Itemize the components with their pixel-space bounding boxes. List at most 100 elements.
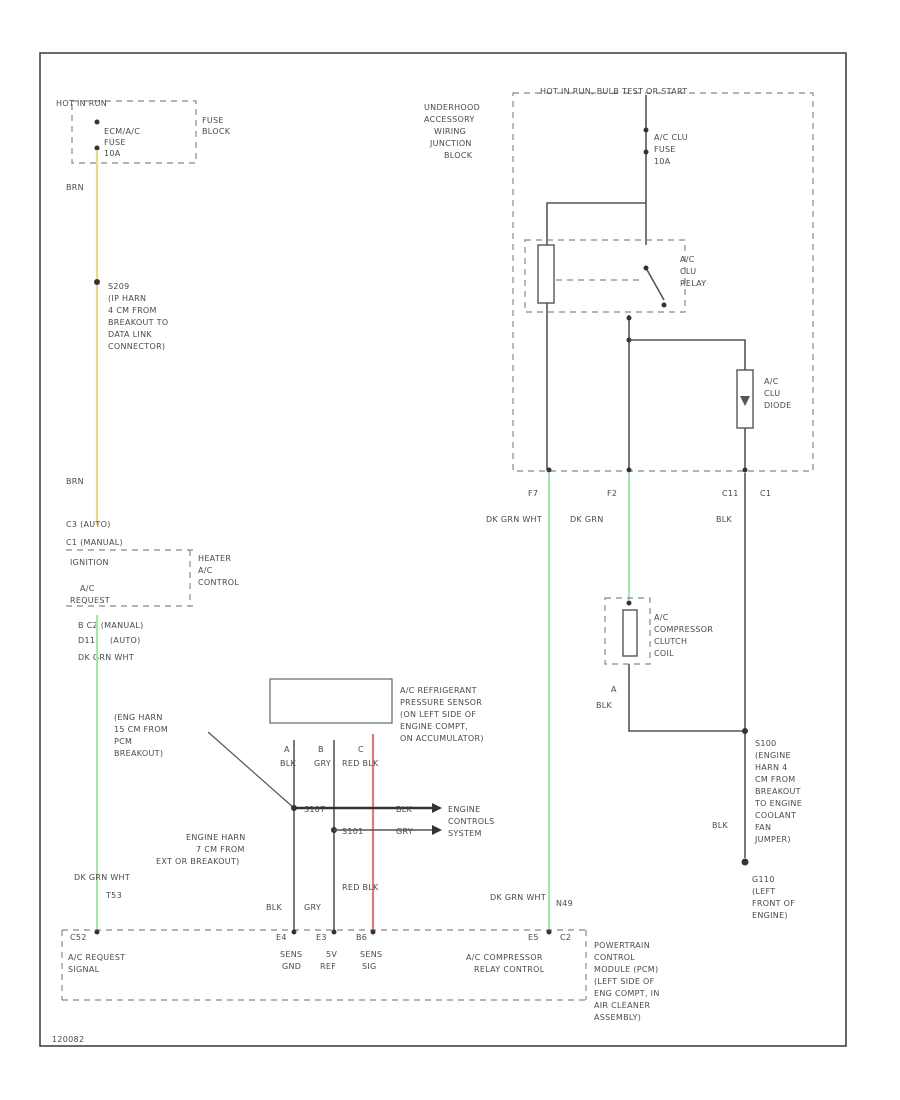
ac-clu-diode-label-3: DIODE: [764, 401, 792, 410]
sensor-pin-b: B: [318, 745, 324, 754]
sens-gnd-label-1: SENS: [280, 950, 302, 959]
heater-label-2: A/C: [198, 566, 213, 575]
s100-label-3: HARN 4: [755, 763, 787, 772]
dk-grn-wht-label-right: DK GRN WHT: [486, 515, 542, 524]
sens-sig-label-2: SIG: [362, 962, 377, 971]
sensor-red-blk: RED BLK: [342, 759, 379, 768]
b-c2-label: B C2 (MANUAL): [78, 621, 144, 630]
pressure-sensor-box: [269, 678, 393, 724]
diagram-frame: [39, 52, 847, 1047]
pin-b6-label: B6: [356, 933, 367, 942]
eng-harn-leader: [207, 731, 295, 809]
ac-clu-relay-label-2: CLU: [680, 267, 696, 276]
pin-e3-label: E3: [316, 933, 327, 942]
f2-terminal: [626, 467, 632, 473]
c1-manual-label: C1 (MANUAL): [66, 538, 123, 547]
compressor-blk-label: BLK: [596, 701, 613, 710]
sens-gnd-label-2: GND: [282, 962, 301, 971]
sensor-label-3: (ON LEFT SIDE OF: [400, 710, 476, 719]
eng-harn2-label-1: ENGINE HARN: [186, 833, 246, 842]
underhood-label-2: ACCESSORY: [424, 115, 475, 124]
ac-request-label-1: A/C: [80, 584, 95, 593]
gry-arrow-label: GRY: [396, 827, 413, 836]
sensor-label-2: PRESSURE SENSOR: [400, 698, 482, 707]
s100-label-8: FAN: [755, 823, 771, 832]
pin-e3-terminal: [331, 929, 337, 935]
eng-harn2-label-2: 7 CM FROM: [196, 845, 245, 854]
pin-c52-label: C52: [70, 933, 87, 942]
red-blk-bottom-label: RED BLK: [342, 883, 379, 892]
dk-grn-label: DK GRN: [570, 515, 604, 524]
s100-label-6: TO ENGINE: [754, 799, 802, 808]
relay-switch-terminal: [626, 315, 632, 321]
s100-label-2: (ENGINE: [755, 751, 791, 760]
c11-terminal: [742, 467, 748, 473]
diode-feed: [629, 339, 746, 370]
c1-label: C1: [760, 489, 771, 498]
hot-in-run-left-label: HOT IN RUN: [56, 99, 107, 108]
s100-label-4: CM FROM: [755, 775, 796, 784]
dk-grn-wht-bottom-right-label: DK GRN WHT: [490, 893, 546, 902]
g110-ground: [741, 858, 749, 866]
gry-bottom-label: GRY: [304, 903, 321, 912]
engine-ctrl-label-3: SYSTEM: [448, 829, 482, 838]
c11-label: C11: [722, 489, 739, 498]
underhood-label-1: UNDERHOOD: [424, 103, 480, 112]
sensor-label-4: ENGINE COMPT,: [400, 722, 468, 731]
fuse-top-terminal: [94, 119, 100, 125]
underhood-label-5: BLOCK: [444, 151, 473, 160]
s107-label: S107: [304, 805, 326, 814]
blk-arrow-label: BLK: [396, 805, 413, 814]
pin-e4-label: E4: [276, 933, 287, 942]
s209-label-3: 4 CM FROM: [108, 306, 157, 315]
g110-label-4: ENGINE): [752, 911, 788, 920]
ecm-fuse-label-3: 10A: [104, 149, 121, 158]
s209-label-1: S209: [108, 282, 130, 291]
brn-label-top: BRN: [66, 183, 84, 192]
clu-fuse-top-terminal: [643, 127, 649, 133]
s100-label-5: BREAKOUT: [755, 787, 801, 796]
ac-clu-relay-label-3: RELAY: [680, 279, 707, 288]
compressor-pin-a: A: [611, 685, 617, 694]
pcm-label-2: CONTROL: [594, 953, 635, 962]
pcm-label-6: AIR CLEANER: [594, 1001, 651, 1010]
ac-clu-diode-label-1: A/C: [764, 377, 779, 386]
gry-arrowhead: [432, 825, 442, 835]
ignition-label: IGNITION: [70, 558, 109, 567]
sensor-gry-b: GRY: [314, 759, 331, 768]
dk-grn-wht-bottom-label: DK GRN WHT: [74, 873, 130, 882]
hot-in-run-label: HOT IN RUN, BULB TEST OR START: [540, 87, 687, 96]
pin-b6-terminal: [370, 929, 376, 935]
engine-ctrl-label-1: ENGINE: [448, 805, 480, 814]
eng-harn-label-4: BREAKOUT): [114, 749, 163, 758]
underhood-label-3: WIRING: [434, 127, 466, 136]
ac-clu-fuse-label-3: 10A: [654, 157, 671, 166]
pcm-label-7: ASSEMBLY): [594, 1013, 641, 1022]
eng-harn2-label-3: EXT OR BREAKOUT): [156, 857, 240, 866]
relay-contact: [661, 302, 667, 308]
auto-label: (AUTO): [110, 636, 141, 645]
pin-e5-terminal: [546, 929, 552, 935]
pcm-label-5: ENG COMPT, IN: [594, 989, 660, 998]
s209-splice: [94, 279, 100, 285]
ac-clu-fuse-label-2: FUSE: [654, 145, 676, 154]
pin-c52-terminal: [94, 929, 100, 935]
5v-ref-label-1: 5V: [326, 950, 337, 959]
ecm-fuse-label-2: FUSE: [104, 138, 126, 147]
s100-splice: [742, 728, 748, 734]
reference-id: 120082: [52, 1035, 84, 1044]
f7-label: F7: [528, 489, 538, 498]
pcm-label-4: (LEFT SIDE OF: [594, 977, 655, 986]
compressor-terminal-top: [626, 600, 632, 606]
compressor-label-4: COIL: [654, 649, 674, 658]
blk-ground-label: BLK: [712, 821, 729, 830]
s209-label-4: BREAKOUT TO: [108, 318, 168, 327]
compressor-label-2: COMPRESSOR: [654, 625, 713, 634]
g110-label-1: G110: [752, 875, 775, 884]
fuse-block-label-1: FUSE: [202, 116, 224, 125]
eng-harn-label-3: PCM: [114, 737, 132, 746]
s209-label-2: (IP HARN: [108, 294, 146, 303]
c3-auto-label: C3 (AUTO): [66, 520, 111, 529]
brn-label-bottom: BRN: [66, 477, 84, 486]
